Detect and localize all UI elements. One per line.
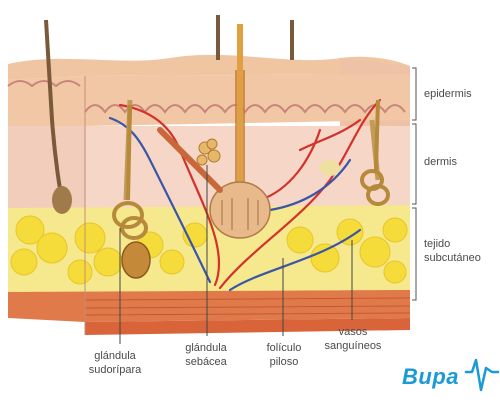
label-subcutaneous-1: tejido [424, 238, 451, 250]
label-sebaceous-gland-1: glándula [185, 342, 227, 354]
sebaceous-gland [196, 138, 221, 166]
label-hair-follicle-2: piloso [269, 356, 299, 368]
brand-heartbeat-icon [464, 358, 500, 392]
arrector-pili-muscle [157, 127, 223, 193]
brand-logo: Bupa [402, 364, 459, 389]
epidermis-papillae [84, 104, 406, 114]
label-sebaceous-gland-2: sebácea [185, 356, 227, 368]
layer-bracket [412, 67, 417, 301]
sweat-gland-left [112, 104, 148, 240]
label-blood-vessels-1: vasos [338, 326, 368, 338]
label-blood-vessels-2: sanguíneos [324, 340, 382, 352]
hair-follicle [209, 181, 271, 239]
sweat-gland-right [360, 99, 390, 206]
sweat-gland-bulb [121, 241, 151, 279]
skin-surface-top [8, 54, 410, 80]
label-sweat-gland-1: glándula [94, 350, 136, 362]
label-hair-follicle-1: folículo [266, 342, 302, 354]
leader-lines [119, 165, 353, 344]
label-sweat-gland-2: sudorípara [88, 364, 142, 376]
epidermis-layer [8, 74, 410, 126]
label-dermis: dermis [424, 156, 458, 168]
label-subcutaneous-2: subcutáneo [424, 252, 481, 264]
label-epidermis: epidermis [424, 88, 472, 100]
